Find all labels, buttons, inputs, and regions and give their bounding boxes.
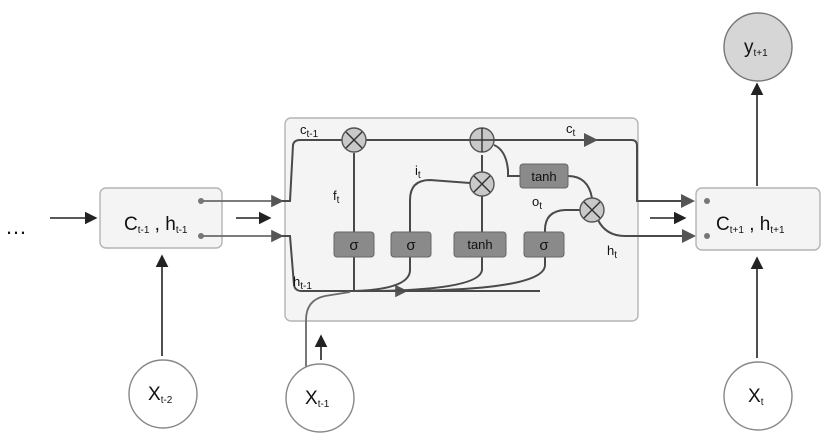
next-state-c: C — [716, 214, 730, 235]
label-o-gate: ot — [532, 194, 542, 212]
input-xt2-x: X — [148, 384, 161, 405]
label-c-out: ct — [566, 121, 576, 139]
input-multiply-icon — [469, 171, 495, 197]
prev-state-h-sub: t-1 — [176, 225, 188, 236]
cell-tanh: tanh — [519, 163, 569, 189]
svg-text:Xt-2: Xt-2 — [148, 384, 173, 406]
next-state-h: h — [760, 214, 771, 235]
label-i-gate: it — [415, 163, 421, 181]
svg-text:σ: σ — [539, 237, 549, 254]
candidate-tanh: tanh — [453, 231, 507, 258]
next-state-box: Ct+1 , ht+1 — [695, 187, 821, 251]
prev-state-h: h — [165, 214, 176, 235]
input-xt2-sub: t-2 — [161, 395, 173, 406]
next-state-h-sub: t+1 — [770, 225, 785, 236]
output-y-sub: t+1 — [754, 48, 769, 59]
prev-state-c: C — [124, 214, 138, 235]
forget-multiply-icon — [341, 127, 367, 153]
next-state-c-sub: t+1 — [730, 225, 745, 236]
input-xt1-line — [305, 291, 351, 378]
svg-text:σ: σ — [349, 237, 359, 254]
output-y: y — [744, 37, 754, 58]
output-gate-sigma: σ — [523, 231, 565, 258]
output-multiply-icon — [579, 197, 605, 223]
svg-text:yt+1: yt+1 — [744, 37, 768, 59]
prev-state-c-sub: t-1 — [138, 225, 150, 236]
input-xt-x: X — [748, 386, 761, 407]
svg-text:Xt: Xt — [748, 386, 764, 408]
hidden-state-line — [282, 235, 540, 292]
label-f-gate: ft — [333, 188, 340, 206]
input-xt1-sub: t-1 — [318, 399, 330, 410]
forget-gate-sigma: σ — [333, 231, 375, 258]
cell-state-line — [282, 139, 690, 202]
input-node-xt: Xt — [723, 361, 793, 431]
svg-text:tanh: tanh — [467, 237, 492, 252]
label-h-out: ht — [607, 243, 617, 261]
h-out-line — [597, 219, 690, 237]
prev-state-box: Ct-1 , ht-1 — [99, 187, 223, 249]
input-node-xt1: Xt-1 — [285, 363, 355, 433]
prev-state-sep: , — [149, 214, 165, 235]
ellipsis: … — [5, 214, 27, 239]
svg-text:σ: σ — [406, 237, 416, 254]
cell-add-icon — [469, 127, 495, 153]
svg-text:Ct+1 , ht+1: Ct+1 , ht+1 — [716, 214, 785, 236]
svg-text:tanh: tanh — [531, 169, 556, 184]
label-c-prev: ct-1 — [300, 122, 319, 140]
output-node: yt+1 — [723, 12, 793, 82]
input-node-xt2: Xt-2 — [128, 359, 198, 429]
input-xt-sub: t — [761, 397, 764, 408]
svg-text:Xt-1: Xt-1 — [305, 388, 330, 410]
input-gate-sigma: σ — [390, 231, 432, 258]
label-h-prev: ht-1 — [293, 274, 312, 292]
next-state-sep: , — [744, 214, 760, 235]
input-xt1-x: X — [305, 388, 318, 409]
svg-text:Ct-1 , ht-1: Ct-1 , ht-1 — [124, 214, 188, 236]
output-gate-line — [399, 209, 580, 292]
